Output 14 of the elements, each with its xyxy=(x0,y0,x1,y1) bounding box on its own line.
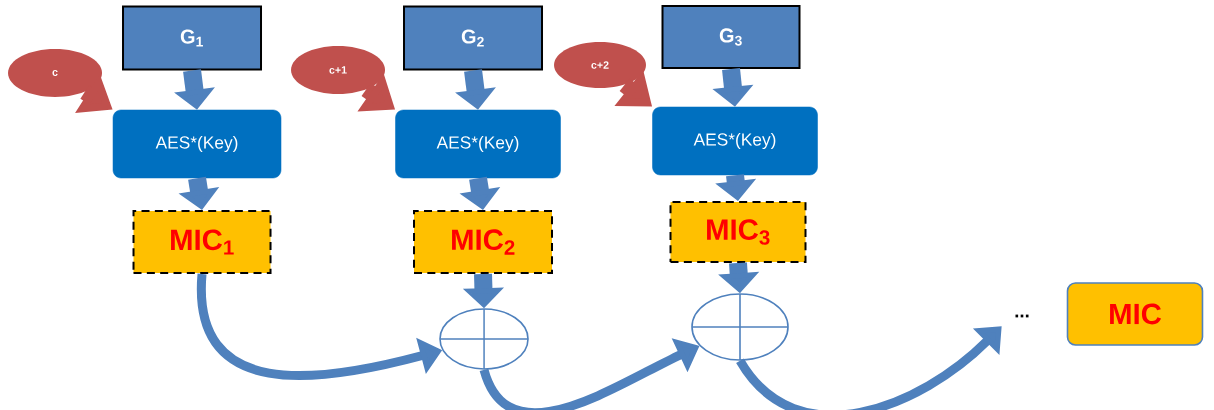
input-box: G$_{1}$ xyxy=(122,5,262,71)
process-box: AES*(Key) xyxy=(652,106,818,176)
output-box: MIC$_{2}$ xyxy=(413,210,553,274)
xor-symbol xyxy=(439,308,529,370)
process-box: AES*(Key) xyxy=(112,109,282,179)
curved-arrow xyxy=(736,326,1002,410)
process-box: AES*(Key) xyxy=(395,109,561,179)
ellipsis-text: ... xyxy=(1015,314,1029,318)
input-box: G$_{3}$ xyxy=(661,5,801,69)
output-box: MIC$_{3}$ xyxy=(669,201,807,263)
xor-symbol xyxy=(691,293,789,361)
input-box: G$_{2}$ xyxy=(403,5,543,71)
output-box: MIC$_{1}$ xyxy=(132,210,272,274)
result-box: MIC xyxy=(1066,282,1204,346)
